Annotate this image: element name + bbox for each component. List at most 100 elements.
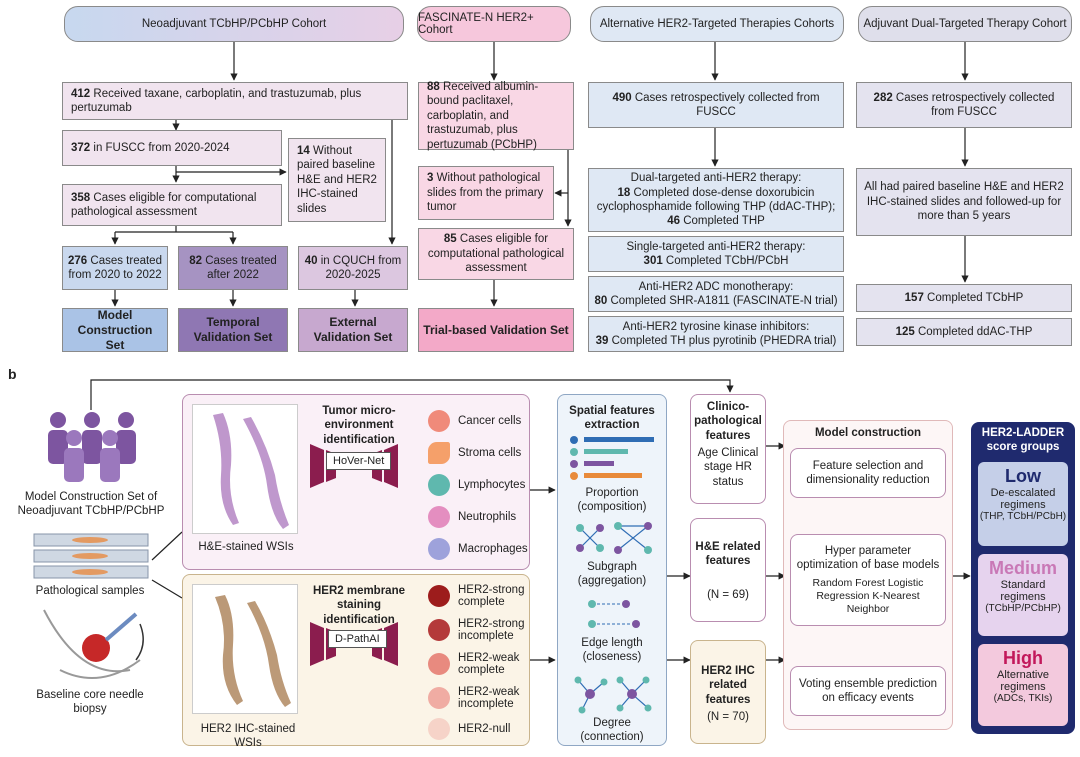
model-set-caption: Model Construction Set of Neoadjuvant TC… <box>17 491 165 518</box>
cell-label: HER2-strong complete <box>458 584 525 608</box>
cell-label: HER2-weak incomplete <box>458 686 520 710</box>
cell-label: HER2-null <box>458 723 511 735</box>
hyperparameter-step: Hyper parameter optimization of base mod… <box>790 534 946 626</box>
proportion-bar-icon <box>570 436 654 480</box>
cell-label: Neutrophils <box>458 511 517 523</box>
ladder-high-sub: (ADCs, TKIs) <box>993 693 1053 704</box>
cell-cancer: Cancer cells <box>428 410 521 432</box>
cell-her2-strong-complete: HER2-strong complete <box>428 584 532 608</box>
breast-biopsy-icon <box>43 609 144 679</box>
slides-icon <box>33 533 149 579</box>
subgraph-icon <box>576 522 652 554</box>
ladder-high-group: High Alternative regimens (ADCs, TKIs) <box>978 644 1068 726</box>
voting-ensemble-step: Voting ensemble prediction on efficacy e… <box>790 666 946 716</box>
alt-tki-box: Anti-HER2 tyrosine kinase inhibitors:39 … <box>588 316 844 352</box>
hovernet-label: HoVer-Net <box>326 452 392 470</box>
fascinate-exclusion-box: 3 Without pathological slides from the p… <box>418 166 554 220</box>
cell-her2-weak-complete: HER2-weak complete <box>428 652 532 676</box>
macrophage-icon <box>428 538 450 560</box>
adj-box-slides: All had paired baseline H&E and HER2 IHC… <box>856 168 1072 236</box>
temporal-validation-set: Temporal Validation Set <box>178 308 288 352</box>
her2-strong-incomplete-icon <box>428 619 450 641</box>
edge-length-label: Edge length (closeness) <box>581 637 643 664</box>
tme-identification-title: Tumor micro-environment identification <box>322 405 396 446</box>
proportion-label: Proportion (composition) <box>577 487 647 514</box>
feature-selection-step: Feature selection and dimensionality red… <box>790 448 946 498</box>
header-label: Adjuvant Dual-Targeted Therapy Cohort <box>863 18 1067 30</box>
ladder-high-label: High <box>1003 648 1043 668</box>
header-label: Neoadjuvant TCbHP/PCbHP Cohort <box>141 18 327 30</box>
header-alternative: Alternative HER2-Targeted Therapies Coho… <box>590 6 844 42</box>
cell-stroma: Stroma cells <box>428 442 521 464</box>
ladder-low-group: Low De-escalated regimens (THP, TCbH/PCb… <box>978 462 1068 546</box>
neo-box-276: 276 Cases treated from 2020 to 2022 <box>62 246 168 290</box>
baseline-biopsy-label: Baseline core needle biopsy <box>36 689 144 716</box>
dpathai-label: D-PathAI <box>328 630 387 648</box>
cell-neutrophils: Neutrophils <box>428 506 516 528</box>
adj-box-125: 125 Completed ddAC-THP <box>856 318 1072 346</box>
edge-length-icon <box>588 600 640 628</box>
ihc-features-count: (N = 70) <box>707 711 749 723</box>
ihc-features-box <box>690 640 766 744</box>
cell-label: Macrophages <box>458 543 528 555</box>
trial-based-validation-set: Trial-based Validation Set <box>418 308 574 352</box>
fascinate-box-88: 88 Received albumin-bound paclitaxel, ca… <box>418 81 574 151</box>
spatial-features-title: Spatial features extraction <box>569 405 655 432</box>
her2-strong-complete-icon <box>428 585 450 607</box>
neo-exclusion-box: 14 Without paired baseline H&E and HER2 … <box>288 138 386 222</box>
clinicopathological-title: Clinico-pathological features <box>694 401 762 442</box>
ihc-wsi-image <box>192 584 298 714</box>
neutrophil-icon <box>428 506 450 528</box>
her2-null-icon <box>428 718 450 740</box>
cell-macrophages: Macrophages <box>428 538 528 560</box>
header-label: Alternative HER2-Targeted Therapies Coho… <box>599 18 835 30</box>
he-features-title: H&E related features <box>695 541 761 568</box>
neo-box-82: 82 Cases treated after 2022 <box>178 246 288 290</box>
cell-label: HER2-strong incomplete <box>458 618 525 642</box>
header-adjuvant: Adjuvant Dual-Targeted Therapy Cohort <box>858 6 1072 42</box>
ladder-medium-desc: Standard regimens <box>1000 579 1046 603</box>
alt-box-490: 490 Cases retrospectively collected from… <box>588 82 844 128</box>
lymphocyte-icon <box>428 474 450 496</box>
model-construction-set: Model Construction Set <box>62 308 168 352</box>
stroma-cell-icon <box>428 442 450 464</box>
degree-label: Degree (connection) <box>580 717 644 744</box>
ihc-wsi-caption: HER2 IHC-stained WSIs <box>200 723 296 750</box>
neo-box-40: 40 in CQUCH from 2020-2025 <box>298 246 408 290</box>
ladder-medium-sub: (TCbHP/PCbHP) <box>985 603 1061 614</box>
cancer-cell-icon <box>428 410 450 432</box>
subgraph-label: Subgraph (aggregation) <box>577 561 647 588</box>
neo-box-372: 372 in FUSCC from 2020-2024 <box>62 130 282 166</box>
her2-weak-incomplete-icon <box>428 687 450 709</box>
cell-label: HER2-weak complete <box>458 652 520 676</box>
patients-icon <box>48 412 136 482</box>
he-wsi-image <box>192 404 298 534</box>
adj-box-282: 282 Cases retrospectively collected from… <box>856 82 1072 128</box>
ladder-low-label: Low <box>1005 466 1041 486</box>
header-label: FASCINATE-N HER2+ Cohort <box>418 12 534 36</box>
external-validation-set: External Validation Set <box>298 308 408 352</box>
her2-ladder-title: HER2-LADDER score groups <box>981 427 1065 454</box>
cell-her2-strong-incomplete: HER2-strong incomplete <box>428 618 532 642</box>
he-features-count: (N = 69) <box>707 589 749 601</box>
degree-icon <box>574 676 652 714</box>
neo-box-412: 412 Received taxane, carboplatin, and tr… <box>62 82 408 120</box>
her2-membrane-title: HER2 membrane staining identification <box>312 585 406 626</box>
cell-label: Stroma cells <box>458 447 522 459</box>
fascinate-box-85: 85 Cases eligible for computational path… <box>418 228 574 280</box>
ladder-medium-label: Medium <box>988 558 1057 578</box>
ladder-medium-group: Medium Standard regimens (TCbHP/PCbHP) <box>978 554 1068 636</box>
model-construction-title: Model construction <box>814 427 922 439</box>
panel-label-b: b <box>8 366 17 382</box>
neo-box-358: 358 Cases eligible for computational pat… <box>62 184 282 226</box>
cell-her2-weak-incomplete: HER2-weak incomplete <box>428 686 532 710</box>
alt-adc-box: Anti-HER2 ADC monotherapy:80 Completed S… <box>588 276 844 312</box>
adj-box-157: 157 Completed TCbHP <box>856 284 1072 312</box>
cell-lymphocytes: Lymphocytes <box>428 474 525 496</box>
her2-weak-complete-icon <box>428 653 450 675</box>
alt-dual-targeted-box: Dual-targeted anti-HER2 therapy:18 Compl… <box>588 168 844 232</box>
ihc-features-title: HER2 IHC related features <box>701 665 755 706</box>
clinicopathological-features-box <box>690 394 766 504</box>
ladder-high-desc: Alternative regimens <box>997 669 1049 693</box>
